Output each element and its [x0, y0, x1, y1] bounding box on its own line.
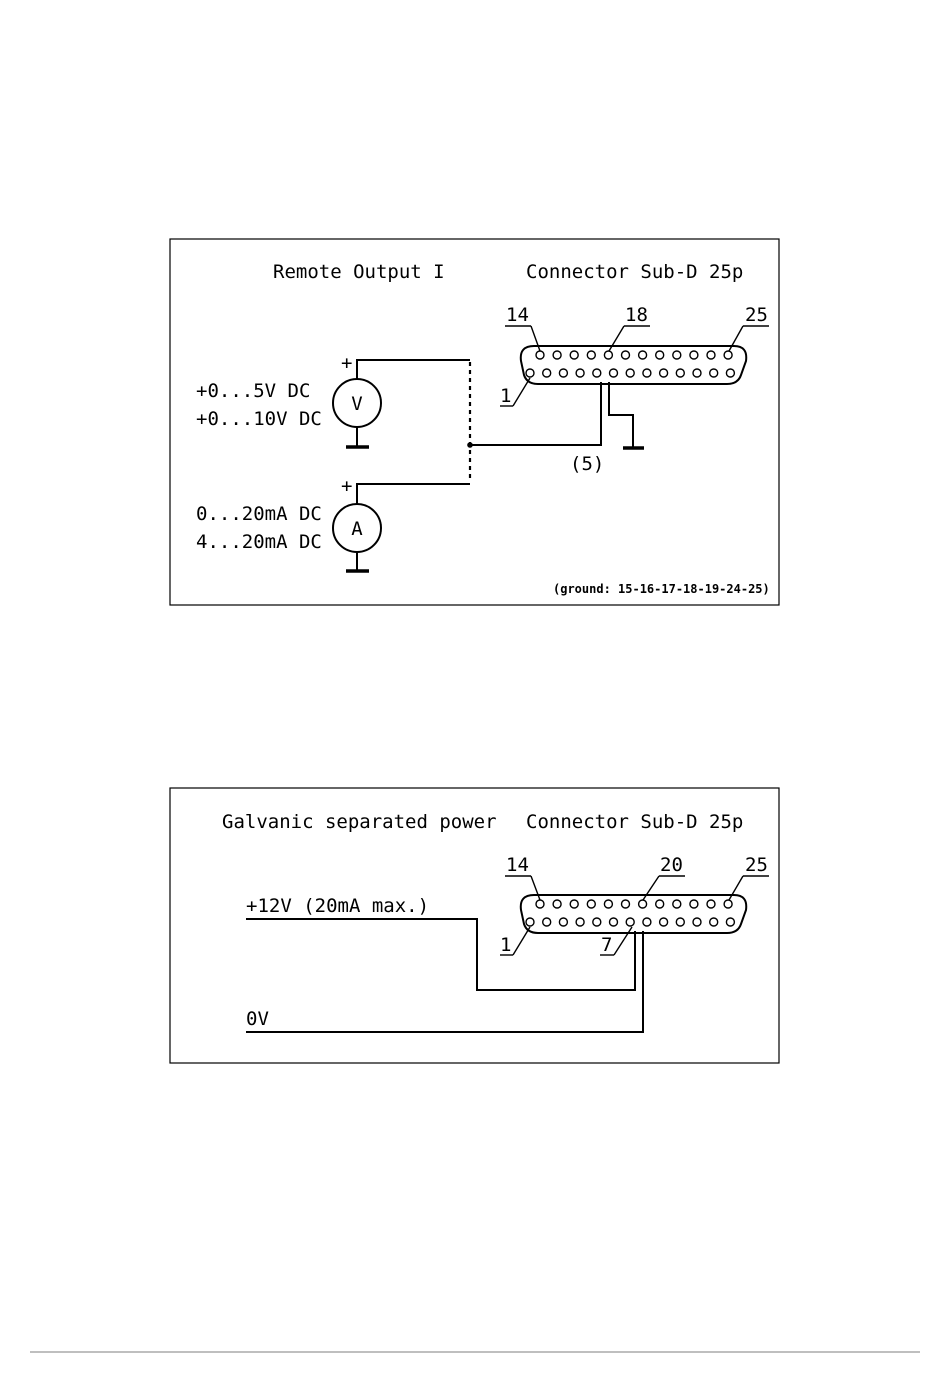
connector1-pin-bottom-4 — [587, 351, 595, 359]
connector2-pin-bottom-2 — [553, 900, 561, 908]
supply-12v-wire — [246, 919, 635, 990]
voltage-range-10v: +0...10V DC — [196, 408, 322, 430]
diagram2-title: Galvanic separated power — [222, 811, 497, 833]
ammeter-positive-wire — [357, 484, 470, 504]
connector1-pin-bottom-1 — [536, 351, 544, 359]
connector2-pin-top-11 — [693, 918, 701, 926]
connector2-pin-bottom-3 — [570, 900, 578, 908]
connector2-pin-bottom-5 — [604, 900, 612, 908]
connector1-pin-bottom-3 — [570, 351, 578, 359]
ground-pins-note: (ground: 15-16-17-18-19-24-25) — [553, 582, 770, 596]
connector1-pin-bottom-2 — [553, 351, 561, 359]
pin-label-14: 14 — [506, 854, 529, 876]
connector2-pin-bottom-6 — [622, 900, 630, 908]
pin-7-leader — [614, 927, 632, 955]
current-range-0-20: 0...20mA DC — [196, 503, 322, 525]
connector2-pin-bottom-11 — [707, 900, 715, 908]
connector1-pin-top-6 — [610, 369, 618, 377]
connector2-pin-top-12 — [710, 918, 718, 926]
connector2-pin-bottom-1 — [536, 900, 544, 908]
zero-volt-label: 0V — [246, 1008, 269, 1030]
connector1-pin-top-11 — [693, 369, 701, 377]
pin-label-25: 25 — [745, 304, 768, 326]
connector1-pin-top-5 — [593, 369, 601, 377]
voltmeter-letter: V — [351, 393, 362, 415]
connector2-pin-top-7 — [626, 918, 634, 926]
connector2-pin-top-5 — [593, 918, 601, 926]
connector2-pin-top-2 — [543, 918, 551, 926]
diagram1-title: Remote Output I — [273, 261, 445, 283]
pin-1-leader — [513, 378, 530, 406]
galvanic-power-diagram: Galvanic separated power Connector Sub-D… — [170, 788, 779, 1063]
connector1-pin-bottom-5 — [604, 351, 612, 359]
zero-volt-wire — [246, 931, 643, 1032]
connector1-pin-bottom-7 — [639, 351, 647, 359]
connector1-pin-bottom-10 — [690, 351, 698, 359]
connector1-pin-top-3 — [559, 369, 567, 377]
pin-label-1: 1 — [500, 385, 511, 407]
connector1-pins — [526, 351, 734, 377]
pin-label-20: 20 — [660, 854, 683, 876]
connector2-pin-bottom-8 — [656, 900, 664, 908]
ammeter-letter: A — [351, 518, 363, 540]
connector1-pin-bottom-9 — [673, 351, 681, 359]
connector1-pin-top-9 — [660, 369, 668, 377]
connector1-pin-top-7 — [626, 369, 634, 377]
connector1-pin-top-10 — [676, 369, 684, 377]
supply-12v-label: +12V (20mA max.) — [246, 895, 429, 917]
connector1-pin-top-1 — [526, 369, 534, 377]
pin-label-25: 25 — [745, 854, 768, 876]
ammeter-plus: + — [341, 475, 352, 497]
ground-wire — [609, 382, 633, 447]
pin-label-18: 18 — [625, 304, 648, 326]
pin-14-leader — [531, 876, 540, 900]
voltmeter-plus: + — [341, 352, 352, 374]
pin-14-leader — [531, 326, 540, 351]
connector1-pin-bottom-11 — [707, 351, 715, 359]
connector1-pin-bottom-8 — [656, 351, 664, 359]
diagram1-connector-title: Connector Sub-D 25p — [526, 261, 743, 283]
connector1-pin-bottom-12 — [724, 351, 732, 359]
pin-1-leader — [513, 927, 530, 955]
connector2-pin-top-9 — [660, 918, 668, 926]
diagram2-connector-title: Connector Sub-D 25p — [526, 811, 743, 833]
voltmeter-positive-wire — [357, 360, 470, 379]
connector2-pin-top-4 — [576, 918, 584, 926]
pin-20-leader — [643, 876, 659, 900]
connector2-pin-bottom-12 — [724, 900, 732, 908]
connector2-pins — [526, 900, 734, 926]
connector2-pin-top-6 — [610, 918, 618, 926]
signal-wire-pin5 — [470, 382, 601, 445]
connector2-pin-bottom-9 — [673, 900, 681, 908]
pin-18-leader — [609, 326, 624, 351]
connector2-pin-top-1 — [526, 918, 534, 926]
connector2-pin-top-8 — [643, 918, 651, 926]
connector1-pin-top-13 — [726, 369, 734, 377]
connector1-pin-top-4 — [576, 369, 584, 377]
connector2-pin-top-13 — [726, 918, 734, 926]
pin-label-14: 14 — [506, 304, 529, 326]
connector1-pin-bottom-6 — [622, 351, 630, 359]
connector2-pin-bottom-4 — [587, 900, 595, 908]
pin-label-1: 1 — [500, 934, 511, 956]
connector2-pin-bottom-7 — [639, 900, 647, 908]
pin-label-7: 7 — [601, 934, 612, 956]
connector2-pin-top-3 — [559, 918, 567, 926]
pin5-note: (5) — [570, 453, 604, 475]
voltage-range-5v: +0...5V DC — [196, 380, 310, 402]
remote-output-diagram: Remote Output I Connector Sub-D 25p 14 1… — [170, 239, 779, 605]
connector1-pin-top-8 — [643, 369, 651, 377]
connector1-pin-top-12 — [710, 369, 718, 377]
connector1-pin-top-2 — [543, 369, 551, 377]
connector2-pin-bottom-10 — [690, 900, 698, 908]
current-range-4-20: 4...20mA DC — [196, 531, 322, 553]
connector2-pin-top-10 — [676, 918, 684, 926]
